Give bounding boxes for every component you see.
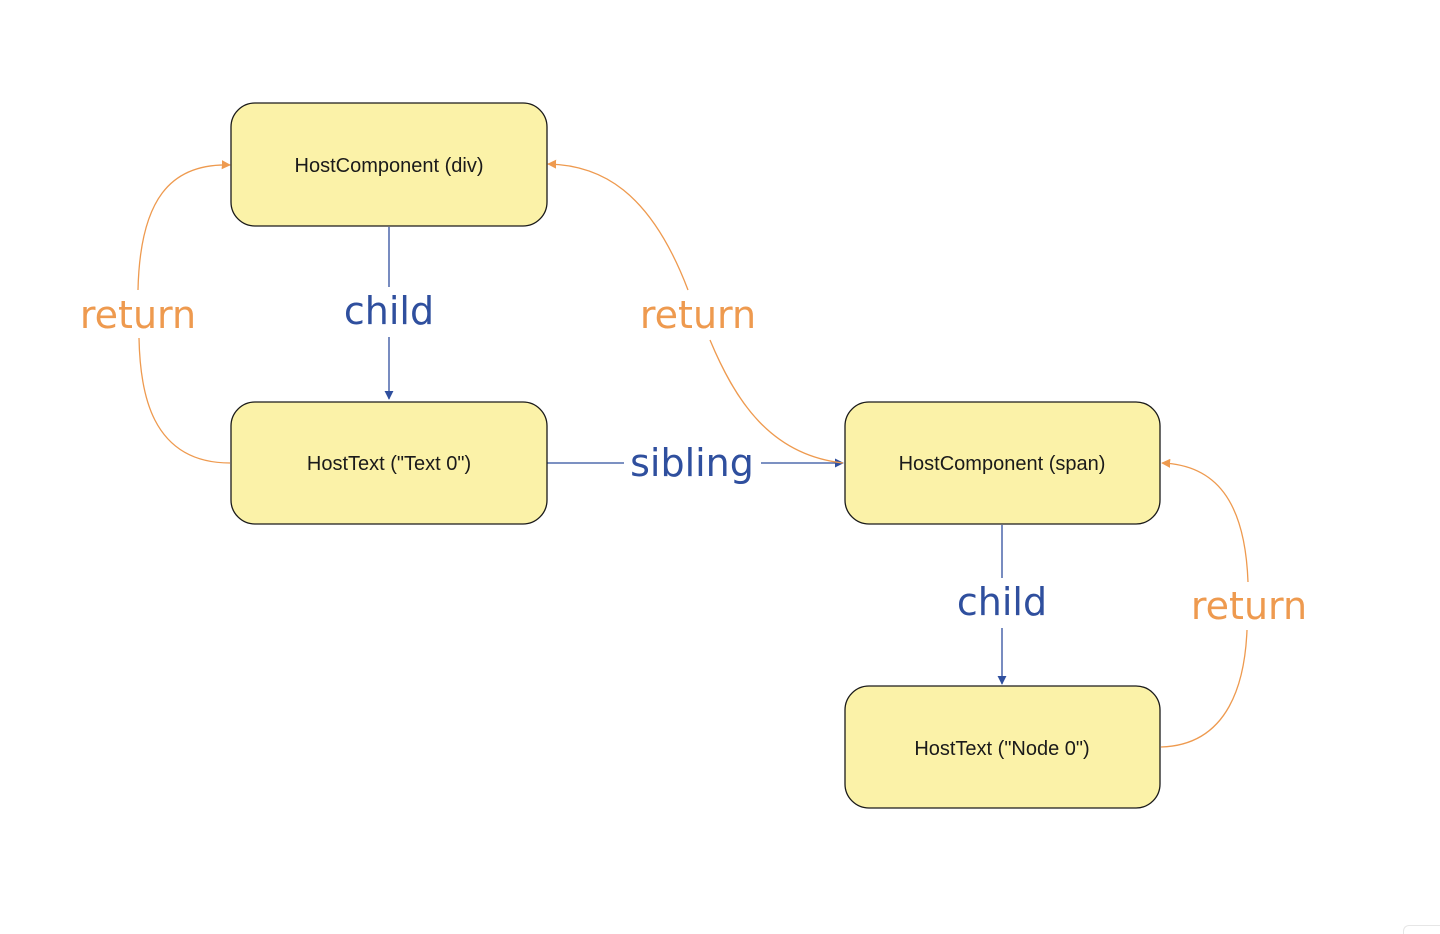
edge-return-span-div-upper: [547, 159, 689, 291]
node-hostcomponent-div-label: HostComponent (div): [295, 155, 484, 177]
node-hosttext-node0-box: [844, 685, 1161, 809]
edge-label-sibling: sibling: [630, 441, 754, 485]
node-hostcomponent-span-label: HostComponent (span): [899, 453, 1106, 475]
edge-return-text0-div-lower: [138, 337, 231, 464]
edge-return-span-div: return: [547, 159, 844, 464]
edge-child-div-text0: child: [344, 227, 434, 400]
node-hosttext-node0: HostText ("Node 0"): [844, 685, 1161, 809]
node-hosttext-text0: HostText ("Text 0"): [230, 401, 548, 525]
edge-return-node0-span-upper: [1161, 458, 1249, 583]
edge-label-child-2: child: [957, 580, 1047, 624]
node-hostcomponent-span: HostComponent (span): [844, 401, 1161, 525]
node-hostcomponent-div-box: [230, 102, 548, 227]
edge-label-child-1: child: [344, 289, 434, 333]
node-hostcomponent-div: HostComponent (div): [230, 102, 548, 227]
edge-return-node0-span: return: [1160, 458, 1307, 748]
edge-child-span-node0: child: [957, 525, 1047, 685]
edge-label-return-3: return: [1191, 584, 1307, 628]
edge-sibling-text0-span: sibling: [547, 441, 844, 485]
node-hosttext-node0-label: HostText ("Node 0"): [914, 738, 1089, 760]
corner-edge-mark: [1403, 925, 1440, 934]
edge-return-text0-div: return: [80, 160, 231, 464]
node-hosttext-text0-box: [230, 401, 548, 525]
edge-label-return-2: return: [640, 293, 756, 337]
edge-label-return-1: return: [80, 293, 196, 337]
edge-return-span-div-lower: [709, 339, 844, 464]
edge-return-node0-span-lower: [1160, 629, 1248, 748]
node-hosttext-text0-label: HostText ("Text 0"): [307, 453, 471, 475]
node-hostcomponent-span-box: [844, 401, 1161, 525]
edge-return-text0-div-upper: [137, 160, 231, 291]
